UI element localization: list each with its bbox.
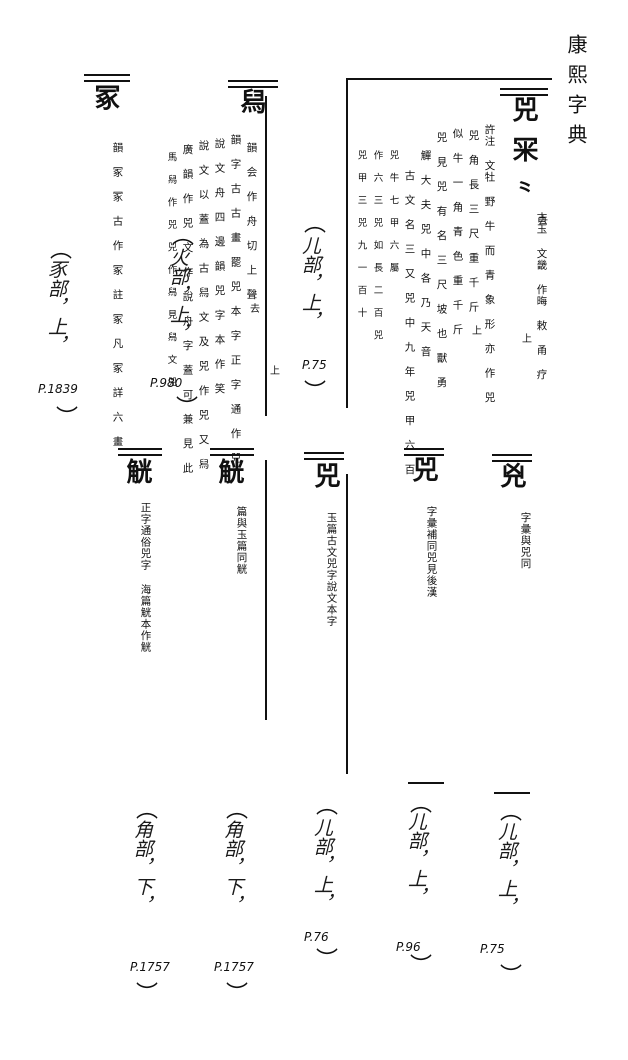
entry-text: 字彙與兕同 <box>519 512 532 570</box>
margin-mark: 去 <box>250 304 260 315</box>
entry-text-line: 似 牛 一 角 青 色 重 千 斤 <box>451 128 464 336</box>
paren-close: ︶ <box>500 964 523 989</box>
handwritten-annotation: 火部，上， <box>167 248 189 343</box>
entry-text-line: 馬 舄 作 兕 兕 作 舄 見 舄 文 兕 <box>165 152 177 388</box>
paren-close: ︶ <box>136 982 159 1007</box>
paren-open: ︵ <box>226 798 249 823</box>
entry-text-line: 兕 甲 三 兕 九 一 百 十 <box>355 150 367 318</box>
handwritten-annotation: 儿部，上， <box>299 236 321 331</box>
column-rule <box>265 460 267 720</box>
head-bracket <box>84 74 130 82</box>
margin-mark: 去 <box>538 216 548 227</box>
entry-text: 正字通俗兕字 海篇觥本作觥 <box>139 502 152 653</box>
entry-headword: ⺀ <box>510 178 536 200</box>
paren-close: ︶ <box>176 396 199 421</box>
paren-open: ︵ <box>172 224 195 249</box>
paren-open: ︵ <box>50 238 73 263</box>
paren-open: ︵ <box>410 792 433 817</box>
handwritten-annotation: 角部，下， <box>131 820 153 915</box>
margin-mark: 上 <box>472 326 482 337</box>
entry-headword: 兇 <box>496 462 526 488</box>
entry-headword: 兕 <box>408 456 438 482</box>
entry-text-line: 古玉 文畿 作晦 敕 甬 疗 <box>535 212 548 381</box>
page-reference: P.980 <box>150 376 183 390</box>
entry-text-line: 韻 冢 冢 古 作 冢 註 冢 凡 冢 詳 六 畫 <box>111 142 124 448</box>
head-bracket <box>118 448 162 456</box>
entry-text-line: 韻 会 作 舟 切 上 聲 <box>245 142 258 301</box>
page-reference: P.1757 <box>214 960 254 974</box>
column-rule <box>265 96 267 416</box>
handwritten-annotation: 角部，下， <box>221 820 243 915</box>
entry-text-line: 說 文 舟 四 邊 韻 兕 字 本 作 笑 <box>213 138 226 395</box>
paren-close: ︶ <box>410 954 433 979</box>
entry-headword: 舄 <box>236 88 266 114</box>
entry-headword: 兕 <box>310 462 340 488</box>
entry-text-line: 許注 文牡 野 牛 而 青 象 形 亦 作 兕 <box>483 124 496 404</box>
entry-text-line: 說 文 以 蓋 為 古 舄 文 及 兕 作 兕 又 舄 <box>197 140 210 470</box>
paren-open: ︵ <box>136 798 159 823</box>
page-reference: P.75 <box>302 358 327 372</box>
entry-text-line: 廣 韻 作 兕 文 作 說 舟 字 蓋 可 兼 見 此 <box>181 144 194 474</box>
margin-mark: 上 <box>522 334 532 345</box>
page-reference: P.75 <box>480 942 505 956</box>
paren-open: ︵ <box>304 212 327 237</box>
handwritten-annotation: 儿部，上， <box>311 818 333 913</box>
page-reference: P.1839 <box>38 382 78 396</box>
entry-headword: 兕 <box>508 96 538 122</box>
paren-open: ︵ <box>500 800 523 825</box>
page-reference: P.76 <box>304 930 329 944</box>
entry-text-line: 觶 大 夫 兕 中 各 乃 天 音 <box>419 150 432 358</box>
page-reference: P.96 <box>396 940 421 954</box>
entry-text-line: 兕 角 長 三 尺 重 千 斤 <box>467 130 480 313</box>
page-title: 康熙字典 <box>564 34 588 154</box>
section-rule <box>346 78 552 80</box>
head-bracket <box>492 454 532 462</box>
entry-text-line: 兕 牛 七 甲 六 屬 <box>387 150 399 273</box>
head-bracket <box>210 448 254 456</box>
margin-mark: 上 <box>270 366 280 377</box>
entry-headword: 冢 <box>90 84 120 110</box>
column-rule <box>346 78 348 408</box>
paren-close: ︶ <box>304 380 327 405</box>
entry-text: 字彙補同兕見後漢 <box>425 506 438 598</box>
column-rule <box>346 474 348 774</box>
handwritten-annotation: 豕部，上， <box>45 260 67 355</box>
entry-text-line: 作 六 三 兕 如 長 二 百 兕 <box>371 150 383 341</box>
entry-text: 篇與玉篇同觥 <box>235 506 248 575</box>
head-bracket <box>228 80 278 88</box>
handwritten-annotation: 儿部，上， <box>405 812 427 907</box>
paren-open: ︵ <box>316 794 339 819</box>
entry-headword: 觥 <box>122 458 152 484</box>
head-bracket <box>404 448 444 456</box>
entry-text-line: 兕 見 兕 有 名 三 尺 坡 也 獸 勇 <box>435 132 448 389</box>
entry-text-line: 韻 字 古 古 畫 罷 兕 本 字 正 字 通 作 兕 <box>229 134 242 464</box>
handwritten-annotation: 儿部，上， <box>495 822 517 917</box>
entry-headword: 冞 <box>508 136 538 162</box>
entry-text-line: 古 文 名 三 又 兕 中 九 年 兕 甲 六 百 <box>403 170 416 476</box>
entry-headword: 觥 <box>214 458 244 484</box>
entry-text: 玉篇古文兕字說文本字 <box>325 512 338 627</box>
section-rule <box>494 792 530 794</box>
head-bracket <box>500 88 548 96</box>
head-bracket <box>304 452 344 460</box>
paren-close: ︶ <box>316 948 339 973</box>
page-reference: P.1757 <box>130 960 170 974</box>
paren-close: ︶ <box>226 982 249 1007</box>
section-rule <box>408 782 444 784</box>
paren-close: ︶ <box>56 406 79 431</box>
